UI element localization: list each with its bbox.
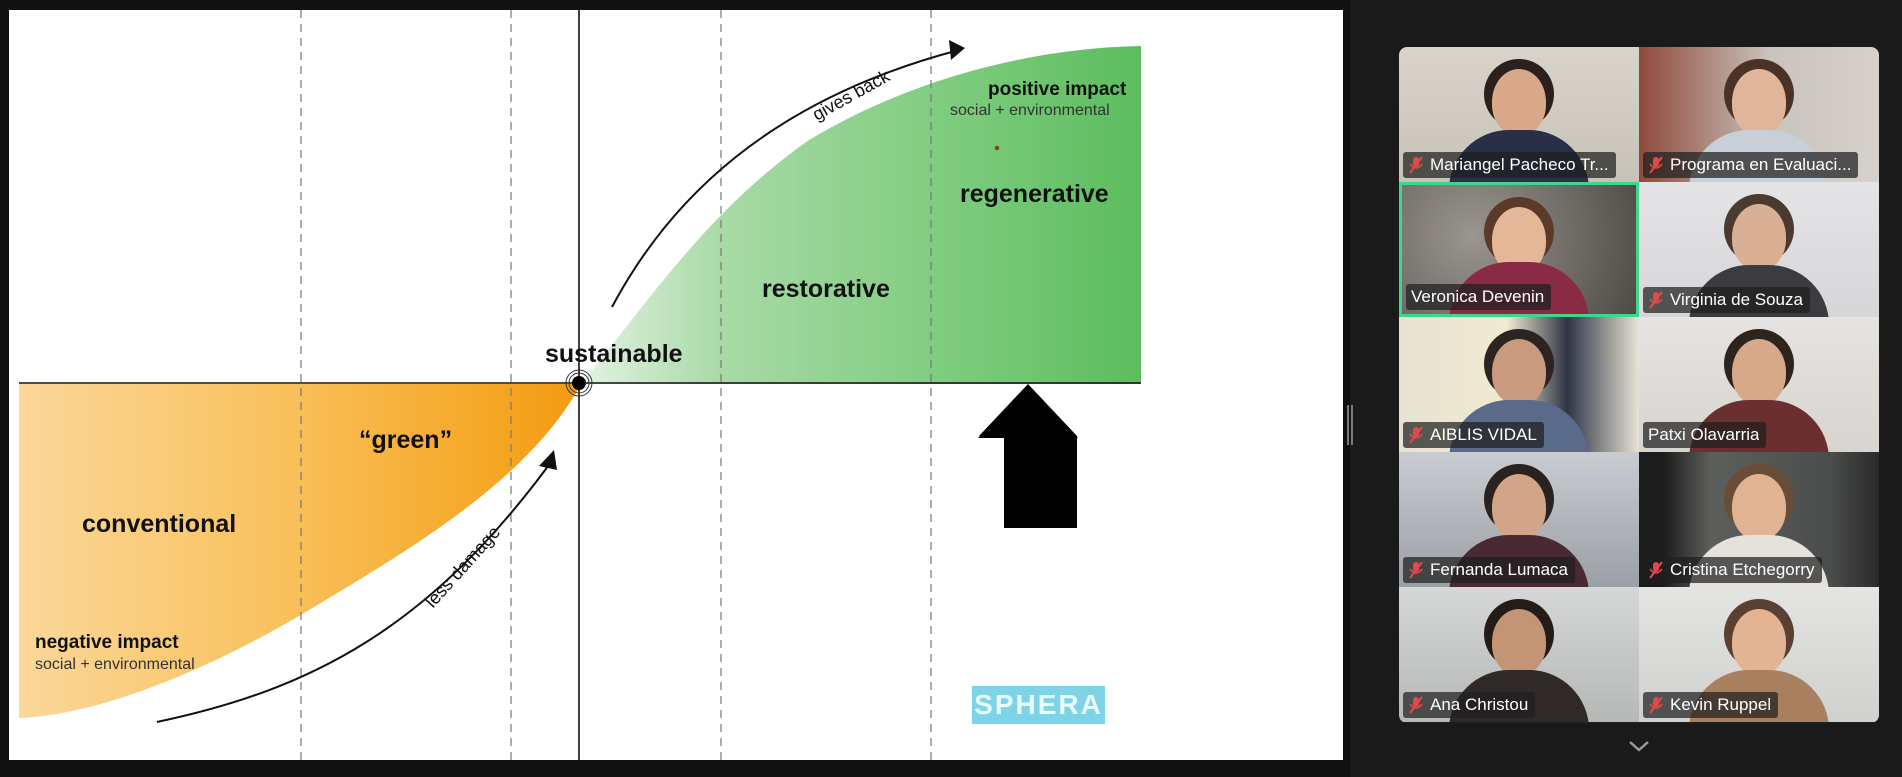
negative-impact-title: negative impact <box>35 632 179 653</box>
participant-tile[interactable]: Kevin Ruppel <box>1639 587 1879 722</box>
participant-face <box>1492 609 1546 675</box>
stage-sustainable: sustainable <box>545 340 683 368</box>
mic-muted-icon <box>1409 696 1423 714</box>
participant-face <box>1732 609 1786 675</box>
splitter-handle[interactable] <box>1347 405 1353 445</box>
stage-conventional: conventional <box>82 510 237 538</box>
participant-face <box>1732 474 1786 540</box>
participant-tile[interactable]: Programa en Evaluaci... <box>1639 47 1879 182</box>
participant-nametag: AIBLIS VIDAL <box>1403 422 1544 448</box>
mic-muted-icon <box>1409 426 1423 444</box>
participant-tile[interactable]: Virginia de Souza <box>1639 182 1879 317</box>
positive-impact-area <box>581 46 1141 384</box>
mic-muted-icon <box>1649 561 1663 579</box>
participant-name: Patxi Olavarria <box>1648 425 1760 444</box>
participant-face <box>1732 204 1786 270</box>
participant-tile[interactable]: Patxi Olavarria <box>1639 317 1879 452</box>
participant-tile[interactable]: AIBLIS VIDAL <box>1399 317 1639 452</box>
participant-face <box>1732 339 1786 405</box>
participant-tile[interactable]: Cristina Etchegorry <box>1639 452 1879 587</box>
participant-face <box>1492 474 1546 540</box>
participant-tile[interactable]: Ana Christou <box>1399 587 1639 722</box>
stage-restorative: restorative <box>762 275 890 303</box>
less-damage-arrow <box>156 457 555 723</box>
stage-regenerative: regenerative <box>960 180 1109 208</box>
negative-impact-subtitle: social + environmental <box>35 656 195 673</box>
negative-impact-area <box>19 384 581 718</box>
stage-green: “green” <box>359 426 453 454</box>
participant-nametag: Virginia de Souza <box>1643 287 1810 313</box>
participant-face <box>1492 69 1546 135</box>
mic-muted-icon <box>1649 156 1663 174</box>
participant-nametag: Kevin Ruppel <box>1643 692 1779 718</box>
participant-nametag: Veronica Devenin <box>1406 284 1552 310</box>
mic-muted-icon <box>1409 156 1423 174</box>
participant-nametag: Patxi Olavarria <box>1643 422 1767 448</box>
gives-back-arrow <box>611 49 960 308</box>
participant-nametag: Cristina Etchegorry <box>1643 557 1822 583</box>
participant-name: Programa en Evaluaci... <box>1670 155 1852 174</box>
participant-name: Kevin Ruppel <box>1670 695 1772 714</box>
participant-name: Veronica Devenin <box>1411 287 1545 306</box>
participant-nametag: Mariangel Pacheco Tr... <box>1403 152 1616 178</box>
participant-face <box>1492 339 1546 405</box>
participant-name: Ana Christou <box>1430 695 1529 714</box>
regeneration-diagram <box>19 10 1141 760</box>
participant-tile[interactable]: Mariangel Pacheco Tr... <box>1399 47 1639 182</box>
participant-nametag: Programa en Evaluaci... <box>1643 152 1859 178</box>
participant-tile-active-speaker[interactable]: Veronica Devenin <box>1399 182 1639 317</box>
participant-name: Virginia de Souza <box>1670 290 1803 309</box>
participant-name: Cristina Etchegorry <box>1670 560 1815 579</box>
screen-share-area: conventional “green” sustainable restora… <box>9 10 1343 760</box>
participant-nametag: Fernanda Lumaca <box>1403 557 1575 583</box>
participant-name: Mariangel Pacheco Tr... <box>1430 155 1609 174</box>
participant-nametag: Ana Christou <box>1403 692 1536 718</box>
sustainable-point-icon <box>565 369 593 397</box>
positive-impact-title: positive impact <box>988 79 1127 100</box>
participant-gallery: Mariangel Pacheco Tr... Programa en Eval… <box>1399 47 1879 723</box>
chevron-down-icon[interactable] <box>1627 738 1651 754</box>
participant-name: AIBLIS VIDAL <box>1430 425 1537 444</box>
mic-muted-icon <box>1409 561 1423 579</box>
participant-name: Fernanda Lumaca <box>1430 560 1568 579</box>
presentation-slide: conventional “green” sustainable restora… <box>9 10 1343 760</box>
participant-face <box>1732 69 1786 135</box>
mic-muted-icon <box>1649 696 1663 714</box>
mic-muted-icon <box>1649 291 1663 309</box>
sphera-logo: SPHERA <box>972 686 1105 724</box>
participant-tile[interactable]: Fernanda Lumaca <box>1399 452 1639 587</box>
positive-impact-subtitle: social + environmental <box>950 102 1110 119</box>
